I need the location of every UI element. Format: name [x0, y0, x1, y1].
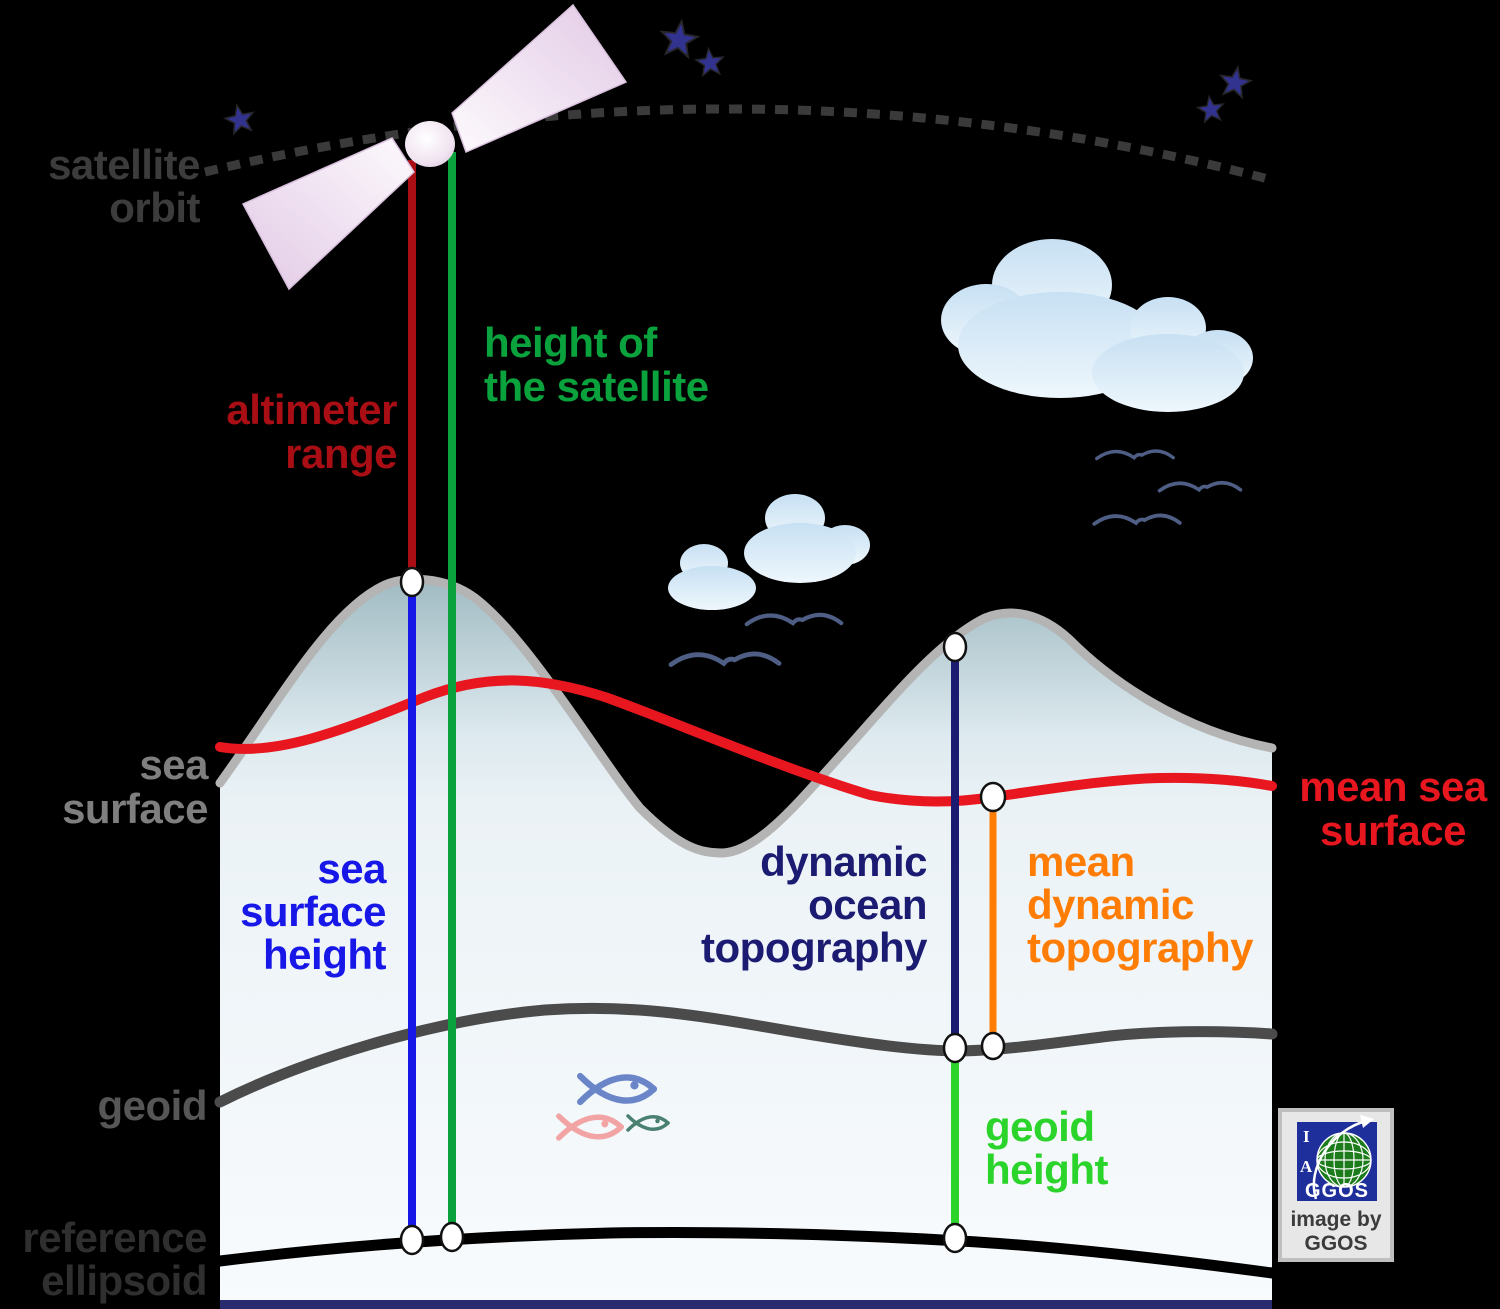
marker-ellipsoid-blue — [399, 1224, 425, 1256]
mean-dynamic-topography-label-2: dynamic — [1027, 881, 1194, 928]
satellite-icon — [241, 3, 628, 291]
height-of-satellite-label-2: the satellite — [484, 363, 709, 410]
dynamic-ocean-topography-label-2: ocean — [808, 881, 927, 928]
dynamic-ocean-topography-label-1: dynamic — [760, 838, 927, 885]
geoid-label: geoid — [98, 1082, 208, 1129]
marker-geoid-right — [980, 1031, 1006, 1061]
logo-credit-1: image by — [1290, 1208, 1381, 1231]
marker-right-peak — [942, 631, 968, 663]
satellite-panel-right — [451, 3, 628, 154]
satellite-orbit-path — [203, 104, 1274, 185]
marker-mean-sea-surface — [979, 781, 1007, 813]
satellite-orbit-label-2: orbit — [109, 184, 200, 231]
mean-sea-surface-label-1: mean sea — [1299, 763, 1488, 810]
globe-icon — [1312, 1115, 1374, 1200]
endpoint-markers — [399, 566, 1007, 1256]
sea-surface-label-1: sea — [139, 741, 209, 788]
mean-sea-surface-curve — [215, 675, 1277, 807]
height-of-satellite-label-1: height of — [484, 319, 658, 366]
sea-surface-height-label-3: height — [263, 931, 386, 978]
satellite-orbit-label-1: satellite — [48, 141, 200, 188]
logo-ggos-text: GGOS — [1305, 1180, 1369, 1202]
marker-geoid-left — [942, 1032, 968, 1064]
logo-credit-2: GGOS — [1304, 1232, 1367, 1255]
logo-letter-i: I — [1303, 1127, 1310, 1146]
geoid-height-label-1: geoid — [985, 1103, 1095, 1150]
sea-surface-height-label-2: surface — [240, 888, 386, 935]
marker-ellipsoid-right — [942, 1222, 968, 1254]
mean-dynamic-topography-label-3: topography — [1027, 924, 1254, 971]
dynamic-ocean-topography-label-3: topography — [701, 924, 928, 971]
mean-sea-surface-label-2: surface — [1320, 807, 1466, 854]
orbit-arrow-icon — [1360, 1115, 1374, 1128]
mean-dynamic-topography-label-1: mean — [1027, 838, 1135, 885]
marker-sea-surface-peak — [399, 566, 425, 598]
orbit-swoosh-icon — [1312, 1119, 1367, 1200]
geoid-height-label-2: height — [985, 1146, 1108, 1193]
ocean-body — [220, 579, 1272, 1309]
altimeter-range-label-2: range — [285, 430, 397, 477]
sea-surface-height-label-1: sea — [317, 845, 387, 892]
reference-ellipsoid-label-1: reference — [22, 1214, 207, 1261]
ggos-logo: I A GGOS image by GGOS — [1278, 1108, 1394, 1262]
sea-surface-label-2: surface — [62, 785, 208, 832]
geoid-curve — [214, 1002, 1278, 1108]
marker-ellipsoid-green — [439, 1221, 465, 1253]
altimeter-range-label-1: altimeter — [226, 386, 397, 433]
reference-ellipsoid-label-2: ellipsoid — [41, 1257, 207, 1304]
sea-surface-curve — [215, 574, 1277, 858]
logo-letter-a: A — [1300, 1157, 1313, 1176]
bottom-border-bar — [220, 1300, 1272, 1309]
satellite-body — [405, 121, 455, 167]
satellite-panel-left — [241, 137, 415, 291]
